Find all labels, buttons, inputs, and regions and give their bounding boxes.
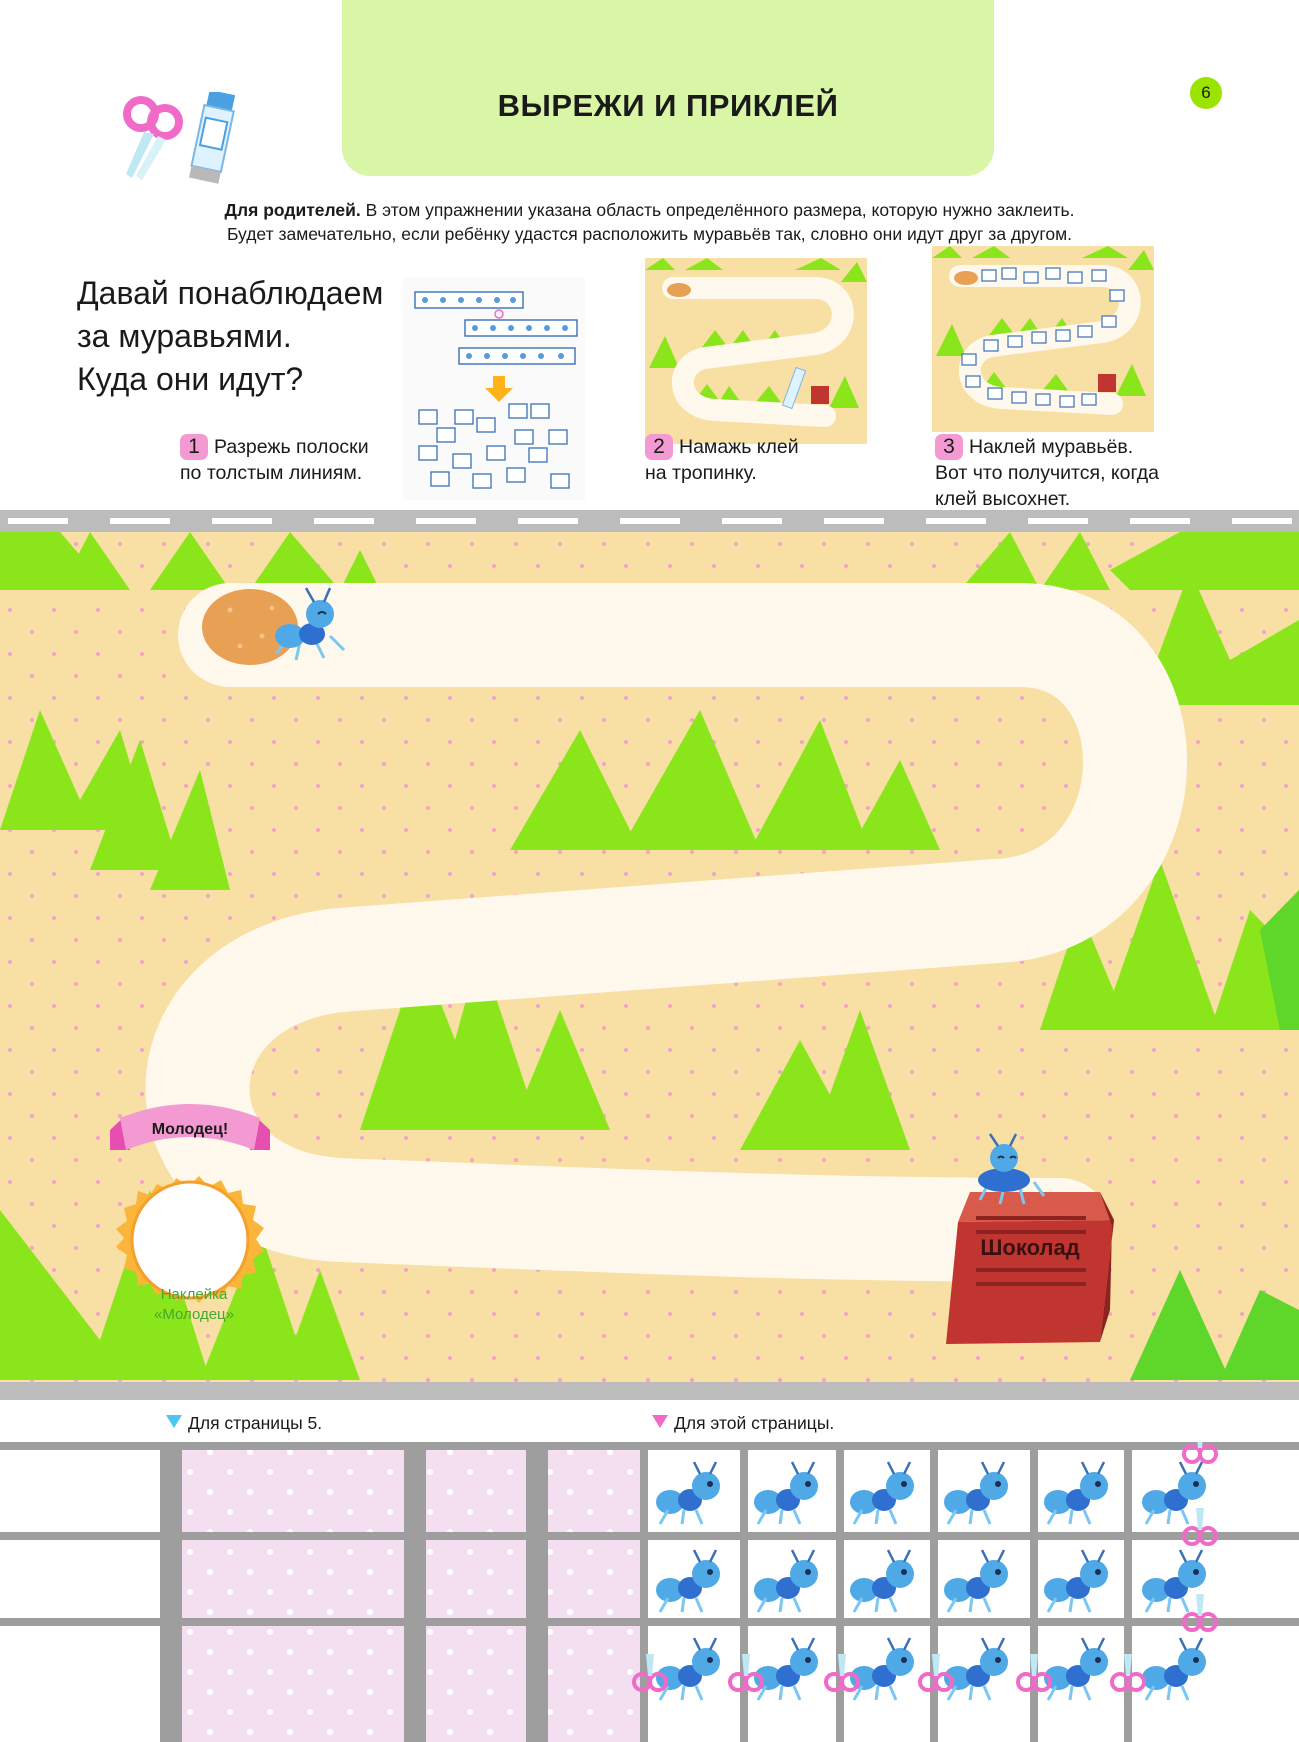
question-line1: Давай понаблюдаем bbox=[77, 275, 384, 311]
step-1: 1 Разрежь полоски по толстым линиям. bbox=[180, 434, 369, 486]
step-3: 3 Наклей муравьёв. Вот что получится, ког… bbox=[935, 434, 1159, 512]
step-3-number: 3 bbox=[935, 434, 963, 460]
step-1-line2: по толстым линиям. bbox=[180, 462, 363, 484]
page-title: ВЫРЕЖИ И ПРИКЛЕЙ bbox=[497, 88, 839, 123]
badge-text-line2: «Молодец» bbox=[154, 1306, 234, 1323]
pink-triangle-icon bbox=[652, 1415, 668, 1428]
step-1-line1: Разрежь полоски bbox=[214, 436, 369, 458]
chocolate-box-icon: Шоколад bbox=[946, 1192, 1114, 1344]
step-3-line1: Наклей муравьёв. bbox=[969, 436, 1134, 458]
ant-path-board: Шоколад Молодец! Наклейка «Молодец» bbox=[0, 510, 1299, 1400]
page-number: 6 bbox=[1190, 77, 1222, 109]
blue-triangle-icon bbox=[166, 1415, 182, 1428]
parent-note-line2: Будет замечательно, если ребёнку удастся… bbox=[226, 224, 1073, 244]
step3-thumbnail bbox=[932, 246, 1154, 432]
chocolate-label: Шоколад bbox=[980, 1235, 1079, 1260]
ant-icon bbox=[978, 1133, 1046, 1205]
page5-sticker-strips bbox=[182, 1450, 640, 1742]
badge-icon[interactable]: Молодец! Наклейка «Молодец» bbox=[110, 1104, 270, 1323]
craft-tools bbox=[123, 92, 236, 184]
step-3-line3: клей высохнет. bbox=[935, 488, 1071, 510]
step-2-number: 2 bbox=[645, 434, 673, 460]
parent-note: Для родителей. В этом упражнении указана… bbox=[0, 198, 1299, 246]
step1-thumbnail bbox=[403, 278, 585, 500]
question-line3: Куда они идут? bbox=[77, 361, 304, 397]
question-line2: за муравьями. bbox=[77, 318, 292, 354]
parent-note-line1: В этом упражнении указана область опреде… bbox=[360, 200, 1075, 220]
cut-lines bbox=[0, 1442, 1299, 1742]
scissors-icon bbox=[123, 96, 183, 180]
sticker-label-strip bbox=[0, 1400, 1299, 1442]
step2-thumbnail bbox=[645, 258, 867, 444]
ant-icon bbox=[274, 587, 346, 661]
sticker-label-page5: Для страницы 5. bbox=[166, 1413, 322, 1434]
step-3-line2: Вот что получится, когда bbox=[935, 462, 1159, 484]
step-1-number: 1 bbox=[180, 434, 208, 460]
question-text: Давай понаблюдаем за муравьями. Куда они… bbox=[77, 272, 383, 401]
step-2: 2 Намажь клей на тропинку. bbox=[645, 434, 799, 486]
badge-text-line1: Наклейка bbox=[161, 1286, 228, 1303]
parent-note-label: Для родителей. bbox=[224, 200, 361, 220]
header-band bbox=[342, 0, 994, 176]
step-2-line1: Намажь клей bbox=[679, 436, 799, 458]
badge-ribbon-text: Молодец! bbox=[152, 1121, 228, 1138]
step-2-line2: на тропинку. bbox=[645, 462, 757, 484]
sticker-sheet bbox=[0, 1442, 1299, 1742]
glue-stick-icon bbox=[189, 92, 236, 184]
ant-trail bbox=[145, 583, 1187, 1282]
sticker-label-this-page: Для этой страницы. bbox=[652, 1413, 834, 1434]
